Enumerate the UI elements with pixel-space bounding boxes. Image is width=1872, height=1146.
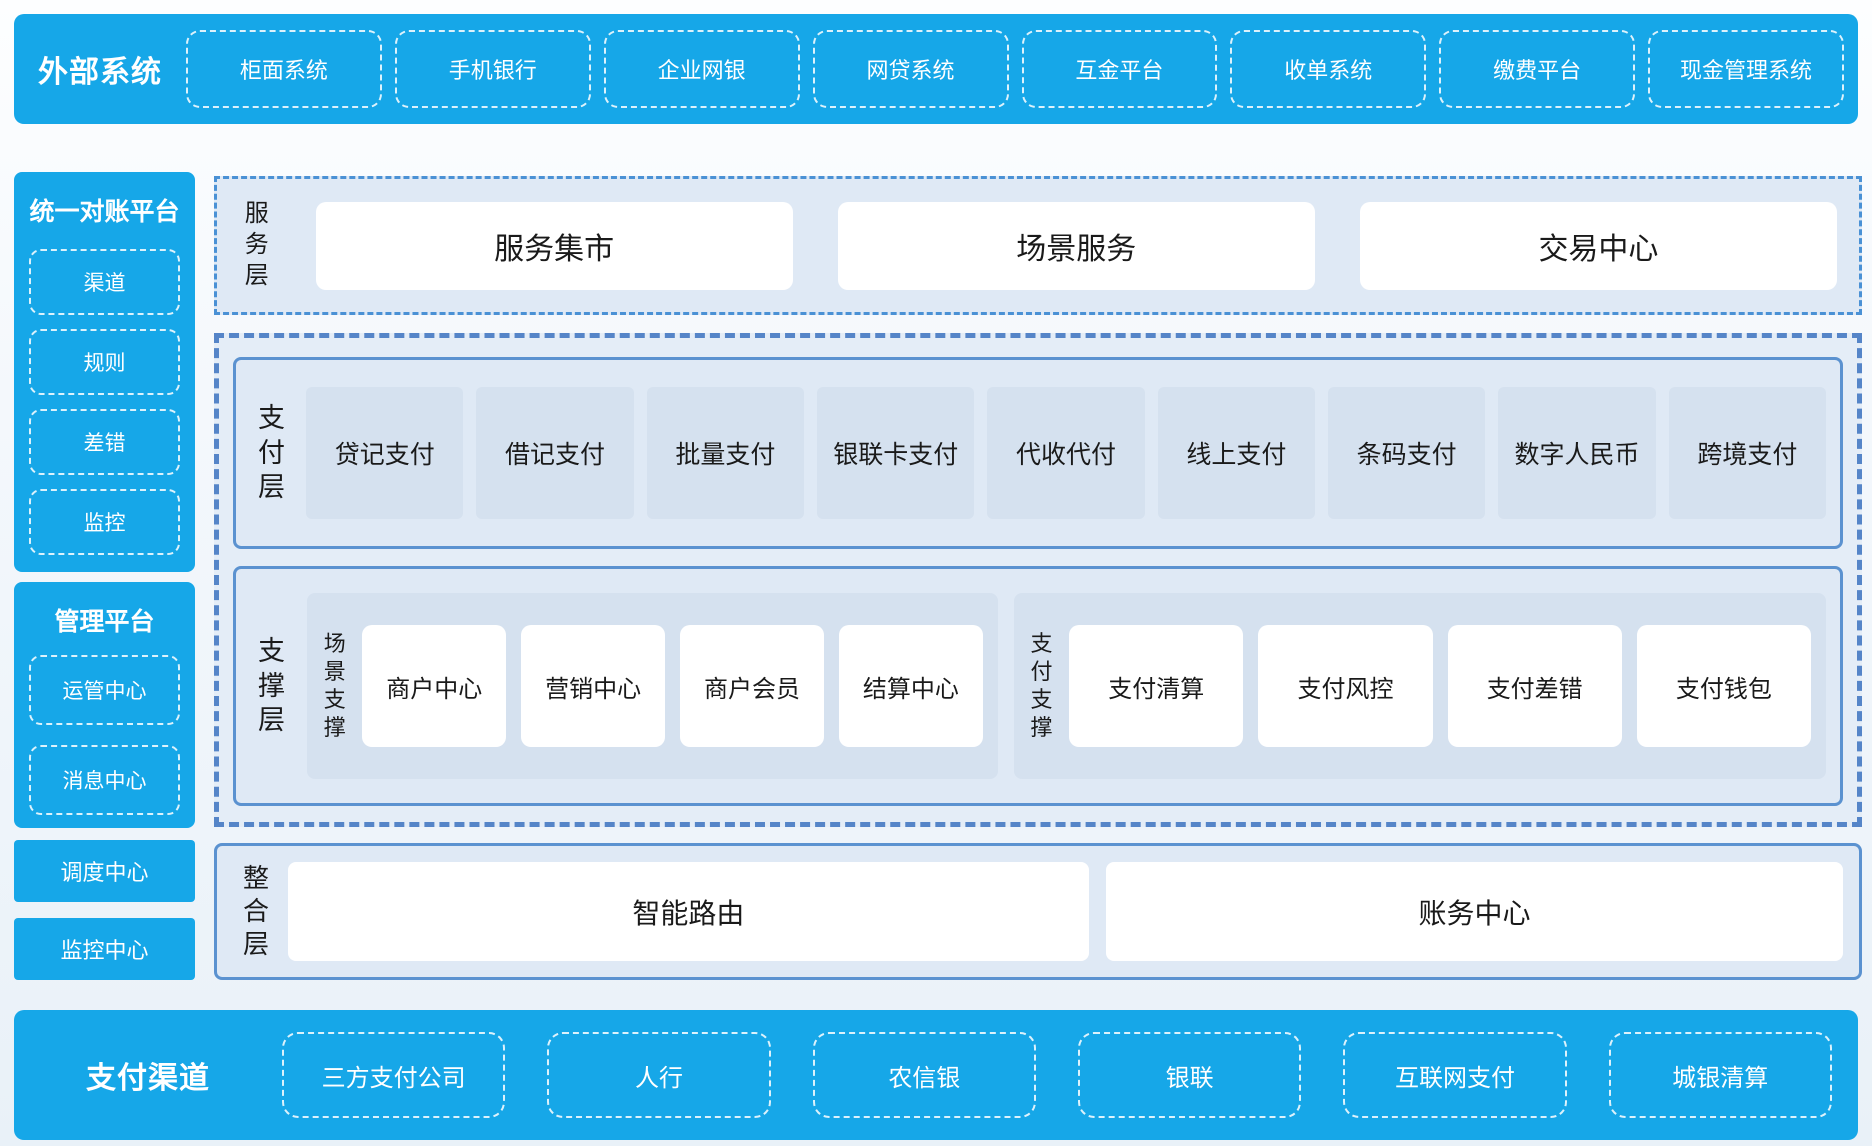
payment-layer-label: 支付层 — [258, 403, 286, 503]
payment-channels-label: 支付渠道 — [86, 1062, 210, 1095]
management-item: 消息中心 — [29, 745, 180, 815]
dispatch-center-block: 调度中心 — [14, 840, 195, 902]
external-system-item: 手机银行 — [394, 30, 591, 108]
payment-item: 数字人民币 — [1498, 387, 1656, 519]
reconciliation-item: 规则 — [29, 329, 180, 395]
integration-layer-label: 整合层 — [242, 862, 269, 960]
reconciliation-platform-panel: 统一对账平台 渠道 规则 差错 监控 — [14, 172, 195, 572]
payment-support-group: 支付支撑 支付清算 支付风控 支付差错 支付钱包 — [1013, 593, 1826, 779]
external-system-item: 缴费平台 — [1439, 30, 1636, 108]
service-layer-label: 服务层 — [244, 200, 269, 289]
payment-channel-item: 城银清算 — [1608, 1032, 1832, 1118]
management-platform-items: 运管中心 消息中心 — [14, 655, 195, 815]
reconciliation-item: 渠道 — [29, 249, 180, 315]
reconciliation-item: 监控 — [29, 489, 180, 555]
core-layers-container: 支付层 贷记支付 借记支付 批量支付 银联卡支付 代收代付 线上支付 条码支付 … — [214, 333, 1862, 827]
scene-support-label: 场景支撑 — [323, 630, 346, 741]
external-system-item: 柜面系统 — [186, 30, 382, 108]
payment-item: 跨境支付 — [1668, 387, 1826, 519]
monitor-center-block: 监控中心 — [14, 918, 195, 980]
service-box: 交易中心 — [1359, 201, 1838, 290]
payment-support-item: 支付差错 — [1447, 625, 1622, 747]
scene-support-item: 商户中心 — [362, 625, 507, 747]
external-system-item: 网贷系统 — [812, 30, 1009, 108]
payment-item: 代收代付 — [987, 387, 1145, 519]
payment-item: 借记支付 — [476, 387, 634, 519]
payment-support-label: 支付支撑 — [1030, 630, 1053, 741]
support-layer-label: 支撑层 — [258, 636, 286, 736]
scene-support-item: 商户会员 — [680, 625, 824, 747]
payment-channels-items: 三方支付公司 人行 农信银 银联 互联网支付 城银清算 — [282, 1032, 1858, 1118]
payment-channel-item: 银联 — [1077, 1032, 1302, 1118]
support-layer: 支撑层 场景支撑 商户中心 营销中心 商户会员 结算中心 支付支撑 支付清算 支… — [233, 566, 1843, 806]
payment-channel-item: 互联网支付 — [1343, 1032, 1567, 1118]
payment-item: 银联卡支付 — [817, 387, 975, 519]
payment-item: 线上支付 — [1157, 387, 1316, 519]
external-system-item: 收单系统 — [1230, 30, 1427, 108]
payment-channel-item: 农信银 — [812, 1032, 1036, 1118]
integration-layer: 整合层 智能路由 账务中心 — [214, 843, 1862, 980]
external-systems-items: 柜面系统 手机银行 企业网银 网贷系统 互金平台 收单系统 缴费平台 现金管理系… — [186, 30, 1858, 108]
payment-support-item: 支付清算 — [1069, 625, 1244, 747]
management-platform-panel: 管理平台 运管中心 消息中心 — [14, 582, 195, 828]
payment-channel-item: 人行 — [547, 1032, 771, 1118]
reconciliation-platform-title: 统一对账平台 — [29, 198, 180, 226]
scene-support-group: 场景支撑 商户中心 营销中心 商户会员 结算中心 — [307, 593, 998, 779]
payment-item: 条码支付 — [1328, 387, 1486, 519]
payment-support-item: 支付风控 — [1258, 625, 1433, 747]
scene-support-item: 营销中心 — [521, 625, 666, 747]
payment-support-item: 支付钱包 — [1636, 625, 1812, 747]
payment-item: 贷记支付 — [306, 387, 464, 519]
reconciliation-platform-items: 渠道 规则 差错 监控 — [14, 249, 195, 555]
external-systems-label: 外部系统 — [38, 56, 162, 89]
service-box: 服务集市 — [315, 201, 793, 290]
payment-layer: 支付层 贷记支付 借记支付 批量支付 银联卡支付 代收代付 线上支付 条码支付 … — [233, 357, 1843, 549]
service-layer: 服务层 服务集市 场景服务 交易中心 — [214, 176, 1862, 315]
external-system-item: 企业网银 — [603, 30, 800, 108]
integration-box: 智能路由 — [287, 862, 1089, 961]
reconciliation-item: 差错 — [29, 409, 180, 475]
payment-channels-bar: 支付渠道 三方支付公司 人行 农信银 银联 互联网支付 城银清算 — [14, 1010, 1858, 1140]
management-item: 运管中心 — [29, 655, 180, 725]
external-system-item: 互金平台 — [1021, 30, 1218, 108]
external-systems-bar: 外部系统 柜面系统 手机银行 企业网银 网贷系统 互金平台 收单系统 缴费平台 … — [14, 14, 1858, 124]
management-platform-title: 管理平台 — [54, 608, 155, 636]
integration-box: 账务中心 — [1105, 862, 1843, 961]
service-box: 场景服务 — [837, 201, 1315, 290]
scene-support-item: 结算中心 — [838, 625, 983, 747]
payment-channel-item: 三方支付公司 — [282, 1032, 506, 1118]
payment-item: 批量支付 — [646, 387, 805, 519]
external-system-item: 现金管理系统 — [1648, 30, 1844, 108]
